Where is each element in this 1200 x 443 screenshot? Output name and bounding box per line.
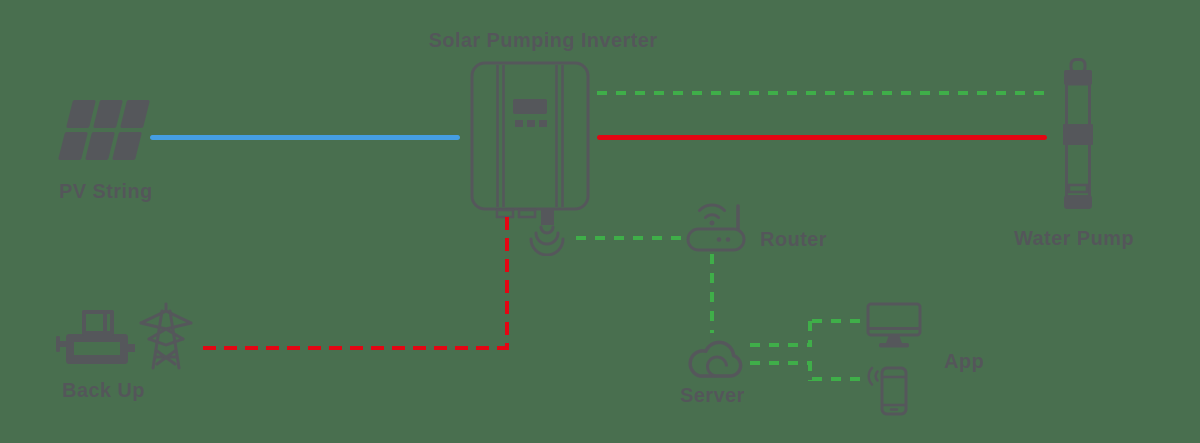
server-app-line-v-up — [808, 321, 812, 347]
cloud-server-icon — [684, 332, 750, 385]
router-label: Router — [760, 229, 827, 251]
smartphone-icon — [860, 366, 908, 416]
server-monitor-line — [812, 319, 864, 323]
pv-dc-line — [150, 135, 460, 140]
backup-line-vertical — [505, 217, 509, 348]
server-label: Server — [680, 385, 745, 407]
solar-panel-icon — [57, 100, 155, 166]
back-up-label: Back Up — [62, 380, 145, 402]
pump-signal-line — [597, 91, 1047, 95]
pump-power-line — [597, 135, 1047, 140]
inverter-icon — [470, 61, 590, 227]
server-app-line-h2 — [750, 361, 812, 365]
water-pump-icon — [1060, 58, 1096, 210]
pv-string-label: PV String — [59, 181, 153, 203]
server-app-line-v-down — [808, 361, 812, 381]
generator-icon — [54, 306, 140, 370]
wifi-signal-icon — [528, 224, 566, 256]
inverter-title: Solar Pumping Inverter — [428, 30, 658, 52]
transmission-tower-icon — [138, 302, 194, 372]
router-server-line — [710, 254, 714, 333]
backup-line-horizontal — [203, 346, 509, 350]
monitor-icon — [866, 302, 922, 349]
app-label: App — [944, 351, 985, 373]
server-phone-line — [812, 377, 864, 381]
server-app-line-h1 — [750, 343, 812, 347]
water-pump-label: Water Pump — [1014, 228, 1134, 250]
router-icon — [686, 196, 748, 254]
wifi-router-line — [576, 236, 684, 240]
inverter-display — [513, 99, 547, 114]
